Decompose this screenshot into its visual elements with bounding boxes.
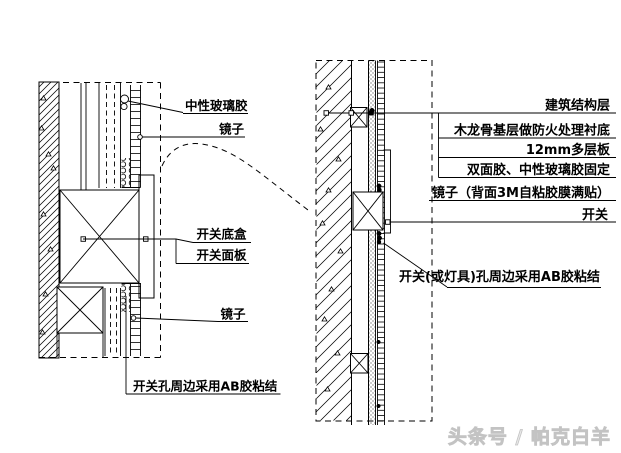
detail-link-curve (161, 142, 309, 211)
mirror-bracket (383, 149, 391, 234)
label-structure-layer: 建筑结构层 (545, 98, 610, 114)
leader-marker (348, 110, 354, 116)
wall-hatch (316, 61, 352, 421)
leader-dot (137, 134, 143, 140)
leader-glass-glue (127, 100, 248, 114)
leader-marker (385, 219, 391, 225)
plywood-hidden-lower (110, 288, 117, 356)
label-mirror: 镜子（背面3M自粘胶膜满贴） (432, 185, 610, 201)
label-switch: 开关 (582, 207, 608, 223)
leader-dot (130, 315, 137, 321)
detail-border (39, 82, 161, 358)
leader-mirror-bottom (135, 317, 248, 322)
ab-glue-blobs (369, 107, 382, 409)
glass-glue-bead (120, 102, 128, 111)
watermark-text: 头条号 / 帕克白羊 (448, 425, 611, 448)
wall-hatch (38, 81, 60, 359)
label-mirror-bottom: 镜子 (221, 307, 247, 322)
glass-glue-bead (120, 94, 129, 104)
ab-glue-blobs-upper (121, 158, 130, 188)
label-neutral-glass-glue: 中性玻璃胶 (185, 98, 248, 113)
keel-box-upper (350, 107, 368, 128)
plywood-edges-upper (98, 83, 121, 188)
plywood-layer (369, 60, 376, 425)
right-annotations: 建筑结构层 木龙骨基层做防火处理衬底 12mm多层板 双面胶、中性玻璃胶固定 镜… (323, 98, 616, 288)
label-fixing: 双面胶、中性玻璃胶固定 (467, 162, 610, 178)
label-ladder-lines (429, 113, 616, 201)
label-plywood: 12mm多层板 (526, 142, 611, 158)
leader-marker (323, 110, 329, 116)
label-wood-keel-base: 木龙骨基层做防火处理衬底 (453, 123, 610, 139)
label-switch-panel: 开关面板 (197, 248, 248, 263)
plywood-hidden-upper (106, 85, 115, 188)
switch-bottom-box (59, 189, 140, 284)
leader-ab-glue (125, 296, 281, 395)
leader-switch-box (83, 238, 251, 264)
label-ab-glue-note-right: 开关(或灯具)孔周边采用AB胶粘结 (399, 269, 600, 285)
plywood-edges-lower (104, 288, 121, 356)
keel-box-lower (350, 353, 369, 374)
left-annotations: 中性玻璃胶 镜子 开关底盒 开关面板 镜子 开关孔周边采用AB胶粘结 (80, 98, 281, 395)
right-detail (315, 60, 433, 425)
left-detail (38, 81, 161, 359)
label-switch-bottom-box: 开关底盒 (197, 227, 248, 242)
leader-marker-filled (368, 110, 374, 116)
leader-ab-glue (383, 242, 601, 288)
label-ab-glue-note-left: 开关孔周边采用AB胶粘结 (133, 379, 278, 394)
keel-box-lower (56, 286, 104, 357)
keel-stud-lines (80, 83, 87, 190)
label-mirror-top: 镜子 (219, 122, 245, 137)
switch-box (352, 191, 384, 231)
